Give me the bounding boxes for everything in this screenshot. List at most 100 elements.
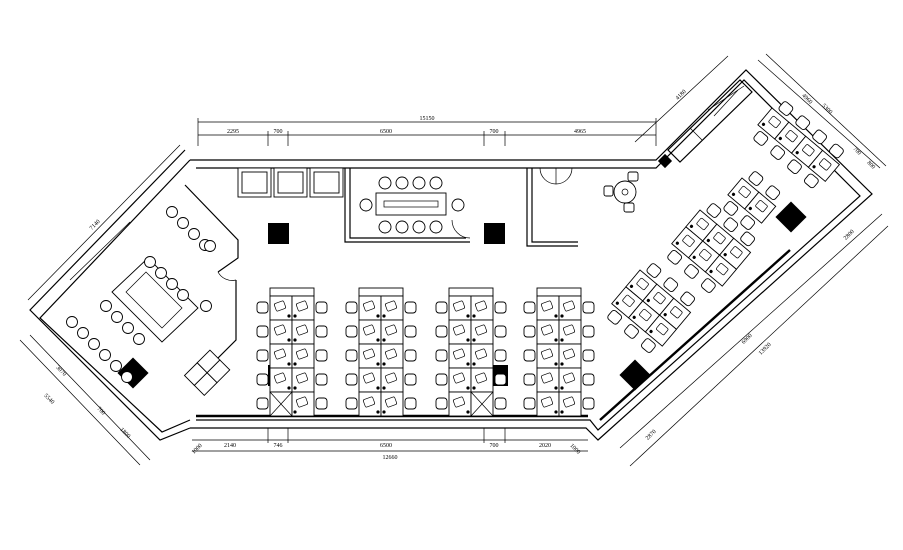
chair <box>523 325 536 338</box>
desk-lamp <box>466 410 470 414</box>
desk-lamp <box>706 238 710 243</box>
chair <box>435 325 448 338</box>
desk-lamp <box>466 314 470 318</box>
desk-lamp <box>376 314 380 318</box>
computer <box>653 292 666 305</box>
chair <box>494 349 507 362</box>
dim-right-lower: 2800 <box>843 229 856 242</box>
chair <box>88 338 100 350</box>
dim-bottom-left-end: 1000 <box>191 443 204 456</box>
chair <box>155 267 167 279</box>
computer <box>541 396 553 408</box>
chair <box>256 397 269 410</box>
chair <box>395 220 409 234</box>
desk-lamp <box>748 206 752 211</box>
computer <box>363 372 375 384</box>
computer <box>656 323 669 336</box>
chair <box>378 220 392 234</box>
computer <box>385 396 397 408</box>
desk-lamp <box>692 255 696 259</box>
chair <box>451 198 465 212</box>
dim-right-lower: 6900 <box>741 333 754 346</box>
computer <box>563 324 575 336</box>
meeting-room-table <box>375 192 447 216</box>
chair <box>345 325 358 338</box>
chair <box>582 325 595 338</box>
chair <box>404 397 417 410</box>
chair <box>435 349 448 362</box>
dim-bottom-overall: 12660 <box>383 455 398 461</box>
chair <box>166 278 178 290</box>
computer <box>541 300 553 312</box>
desk-lamp <box>376 362 380 366</box>
chair <box>256 349 269 362</box>
desk-lamp <box>382 338 386 342</box>
dim-left-lower: 1800 <box>118 427 131 440</box>
computer <box>622 294 635 307</box>
column <box>268 223 289 244</box>
chair <box>684 264 699 279</box>
computer <box>363 324 375 336</box>
computer <box>636 277 649 290</box>
desk-lamp <box>376 338 380 342</box>
chair <box>177 289 189 301</box>
computer <box>363 300 375 312</box>
desk-lamp <box>761 122 766 126</box>
computer <box>453 324 465 336</box>
computer <box>475 372 487 384</box>
dim-left-lower: 700 <box>95 406 106 417</box>
chair <box>429 220 443 234</box>
pantry-counter <box>657 79 753 169</box>
desk-lamp <box>293 410 297 414</box>
chair <box>66 316 78 328</box>
chair <box>177 217 189 229</box>
computer <box>475 300 487 312</box>
computer <box>563 300 575 312</box>
desk-lamp <box>778 136 782 141</box>
chair <box>121 371 133 383</box>
desk-lamp <box>287 386 291 390</box>
chair <box>523 373 536 386</box>
chair <box>404 349 417 362</box>
chair <box>378 176 392 190</box>
workstation-cluster <box>607 263 695 353</box>
computer <box>385 372 397 384</box>
chair <box>435 397 448 410</box>
desk-lamp <box>663 313 667 317</box>
chair <box>429 176 443 190</box>
computer <box>670 306 683 319</box>
computer <box>768 115 781 128</box>
computer <box>385 348 397 360</box>
workstations <box>256 287 595 417</box>
chair <box>345 349 358 362</box>
chair <box>315 325 328 338</box>
desk-lamp <box>649 329 653 334</box>
dimension-bottom: 2140 746 6500 700 2020 12660 1000 1000 <box>191 428 588 461</box>
column <box>117 357 149 389</box>
desk-lamp <box>560 338 564 342</box>
chair <box>723 201 739 216</box>
column <box>775 201 807 233</box>
desk-header <box>269 287 315 297</box>
training-room <box>69 221 199 343</box>
dim-bottom-seg: 700 <box>490 443 499 449</box>
computer <box>296 348 308 360</box>
chair <box>200 300 212 312</box>
chair <box>523 301 536 314</box>
desk <box>206 359 231 384</box>
chair <box>315 373 328 386</box>
computer <box>730 246 743 259</box>
chair <box>770 145 786 160</box>
chair <box>641 338 656 353</box>
computer <box>819 158 832 171</box>
computer <box>682 234 695 247</box>
chair <box>748 171 764 186</box>
chair <box>723 217 739 232</box>
chair <box>412 220 426 234</box>
computer <box>274 348 286 360</box>
desk-lamp <box>287 338 291 342</box>
chair <box>166 206 178 218</box>
dimension-top: 15150 2295 700 6500 700 4965 <box>197 116 657 146</box>
computer <box>453 396 465 408</box>
